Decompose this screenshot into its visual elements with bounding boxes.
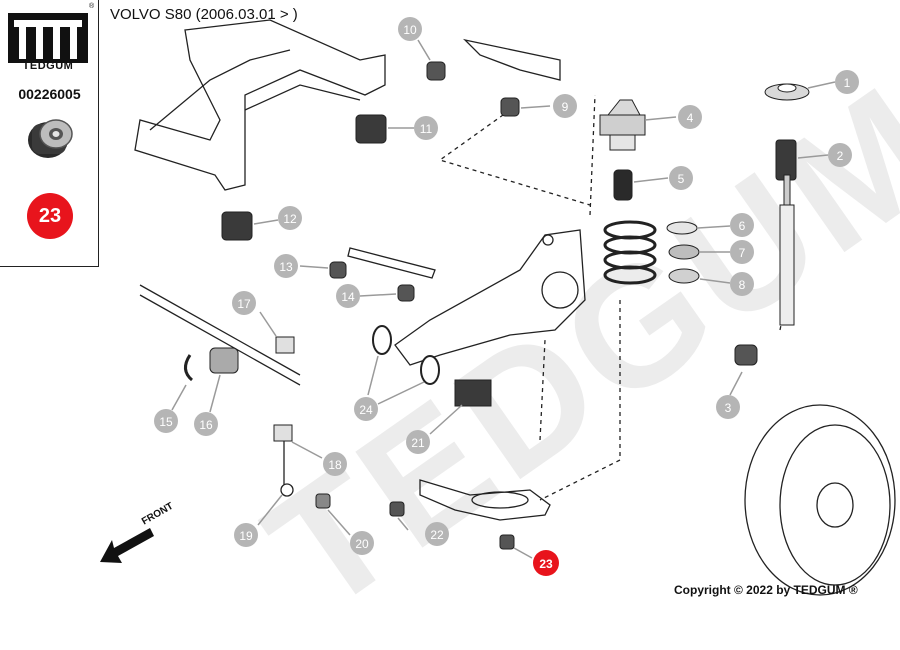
callout-22: 22 [430,528,444,542]
callout-2: 2 [837,149,844,163]
callout-18: 18 [328,458,342,472]
callout-9: 9 [562,100,569,114]
callout-4: 4 [687,111,694,125]
part-info-panel: TEDGUM ® 00226005 23 [0,0,99,267]
callout-7: 7 [739,246,746,260]
part-number: 00226005 [18,86,81,102]
subframe-drawing [134,19,791,521]
copyright-text: Copyright © 2022 by TEDGUM ® [674,583,858,597]
callout-1: 1 [844,76,851,90]
brand-name: TEDGUM [22,60,74,72]
registered-mark: ® [89,3,95,10]
callout-3: 3 [725,401,732,415]
components [184,61,896,596]
coil-spring [603,220,657,285]
callout-8: 8 [739,278,746,292]
bushing-icon [28,119,73,158]
vehicle-title: VOLVO S80 (2006.03.01 > ) [110,6,298,23]
callout-15: 15 [159,415,173,429]
callout-13: 13 [279,260,293,274]
highlighted-part-badge: 23 [27,193,73,239]
callout-11: 11 [420,122,433,136]
callout-24: 24 [359,403,373,417]
callout-10: 10 [403,23,417,37]
callout-14: 14 [341,290,355,304]
callout-12: 12 [283,212,297,226]
leader-lines [171,39,836,559]
callout-6: 6 [739,219,746,233]
callout-21: 21 [411,436,425,450]
callout-23: 23 [539,557,553,571]
callout-markers [154,17,859,576]
callout-19: 19 [239,529,253,543]
callout-5: 5 [678,172,685,186]
callout-17: 17 [237,297,251,311]
wheel-drawing [744,404,896,596]
callout-20: 20 [355,537,369,551]
callout-16: 16 [199,418,213,432]
arrow-front-icon [100,528,154,563]
tedgum-logo-icon [8,13,88,63]
